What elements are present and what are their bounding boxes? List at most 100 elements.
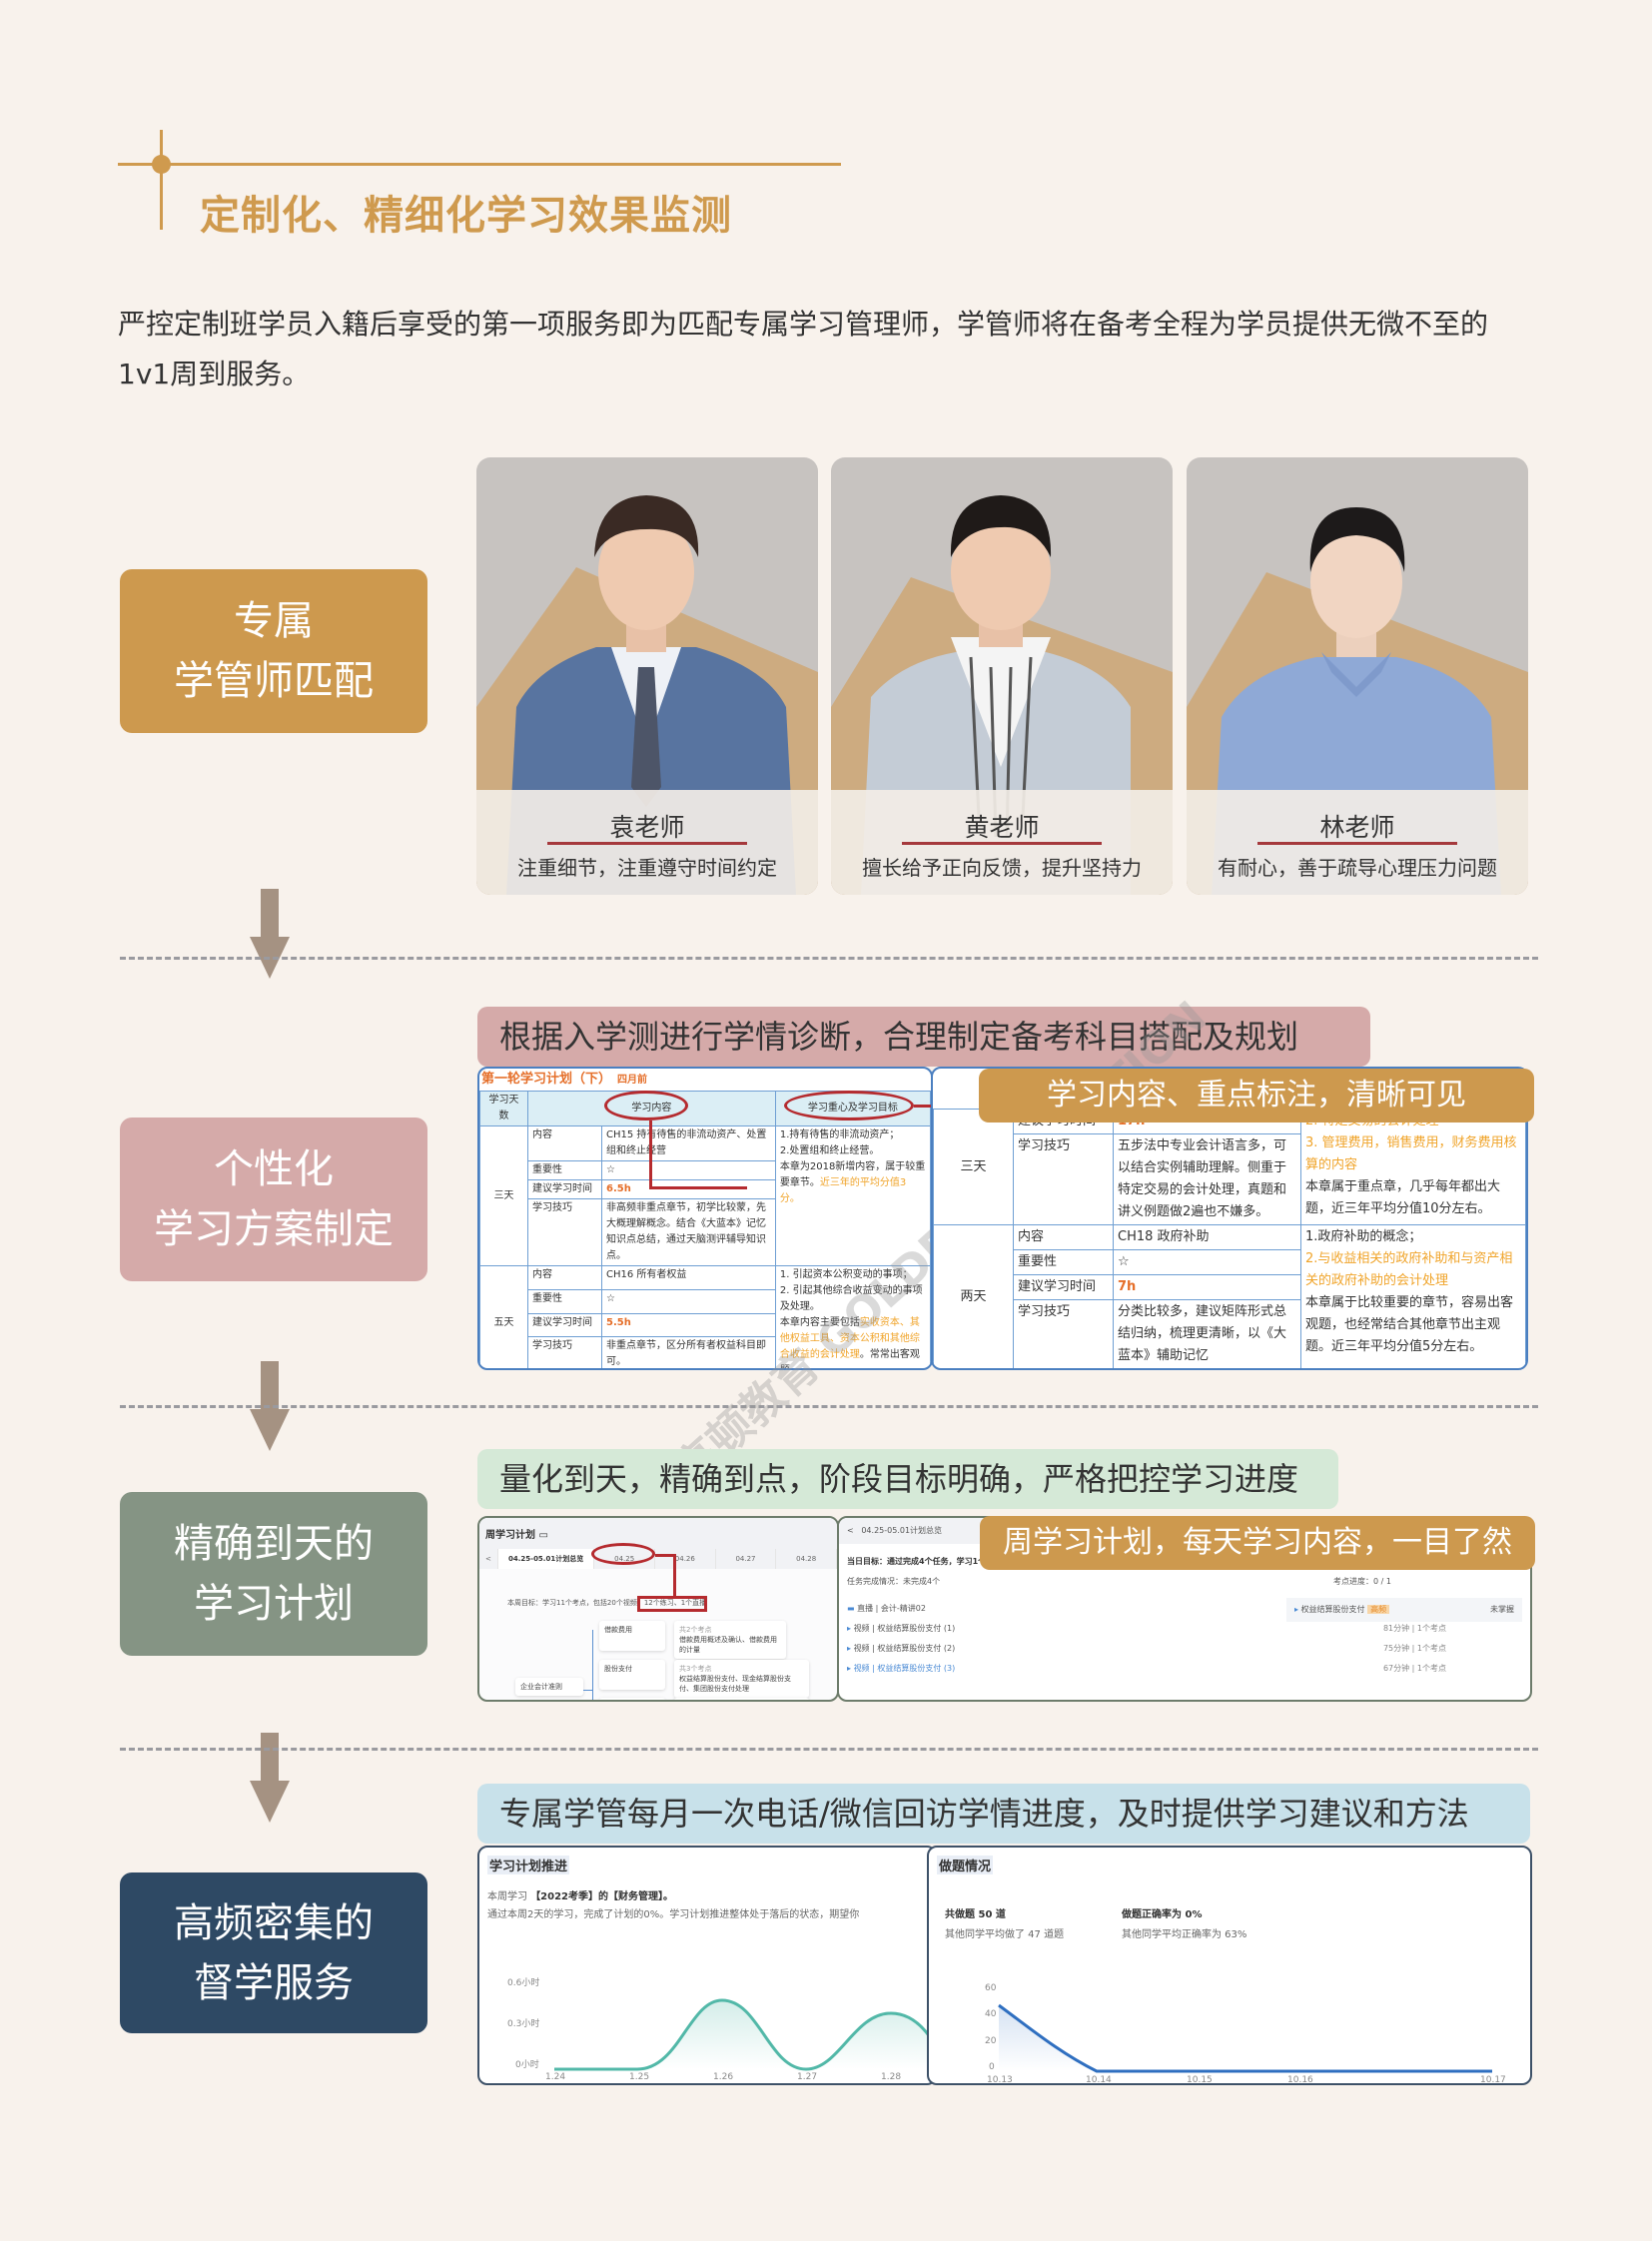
step-daily-plan: 精确到天的 学习计划 [120, 1492, 427, 1656]
row-label: 内容 [1013, 1224, 1114, 1250]
weekly-callout: 周学习计划，每天学习内容，一目了然 [980, 1516, 1535, 1570]
chevron-left-icon[interactable]: < [847, 1526, 854, 1535]
x-tick: 10.16 [1287, 2075, 1313, 2085]
x-tick: 1.25 [629, 2072, 650, 2082]
y-tick: 0 [989, 2062, 995, 2072]
accuracy-average: 其他同学平均正确率为 63% [1122, 1929, 1247, 1940]
teacher-description: 有耐心，善于疏导心理压力问题 [1218, 856, 1497, 880]
y-tick: 0.3小时 [507, 2019, 540, 2029]
study-plan-table-left: 第一轮学习计划（下）四月前 学习天数 学习内容 学习重心及学习目标 三天 内容 … [477, 1067, 933, 1370]
step-line2: 学管师匹配 [174, 658, 374, 704]
day-cell: 三天 [933, 1109, 1014, 1225]
step-line1: 精确到天的 [174, 1521, 374, 1567]
x-tick: 10.13 [987, 2075, 1013, 2085]
weekly-plan-title: 周学习计划 ▭ [479, 1518, 837, 1549]
step-line2: 学习计划 [194, 1581, 354, 1627]
section-divider [120, 957, 1538, 960]
tree-node: 借款费用 [599, 1621, 665, 1651]
teacher-name: 黄老师 [964, 813, 1040, 842]
study-plan-table: 三天 建议学习时间 17h 2. 特定交易的会计处理 3. 管理费用，销售费用，… [933, 1109, 1526, 1368]
row-value: CH18 政府补助 [1113, 1224, 1301, 1250]
step-dedicated-manager: 专属 学管师匹配 [120, 569, 427, 733]
tree-node-detail: 共3个考点权益结算股份支付、现金结算股份支付、集团股份支付处理 [674, 1660, 809, 1698]
calendar-icon: ▭ [538, 1530, 548, 1541]
daily-plan-banner: 量化到天，精确到点，阶段目标明确，严格把控学习进度 [477, 1449, 1338, 1509]
step-supervision-service: 高频密集的 督学服务 [120, 1872, 427, 2033]
play-icon: ▸ [847, 1664, 852, 1673]
frequency-badge: 高频 [1367, 1605, 1390, 1614]
y-tick: 0小时 [515, 2060, 539, 2070]
row-label: 重要性 [527, 1288, 602, 1314]
table-row: 重要性☆ [934, 1249, 1526, 1275]
annotation-line [673, 1554, 676, 1598]
connector [592, 1630, 593, 1700]
goal-cell: 2. 特定交易的会计处理 3. 管理费用，销售费用，财务费用核算的内容 本章属于… [1300, 1109, 1526, 1225]
annotation-line [655, 1554, 675, 1557]
row-value: 五步法中专业会计语言多，可以结合实例辅助理解。侧重于特定交易的会计处理，真题和讲… [1113, 1133, 1301, 1225]
table-row: 重要性☆ [480, 1160, 931, 1180]
tab-day[interactable]: 04.26 [655, 1549, 716, 1569]
row-label: 建议学习时间 [1013, 1274, 1114, 1300]
header-days: 学习天数 [479, 1091, 528, 1126]
section-divider [120, 1405, 1538, 1408]
total-questions: 共做题 50 道 [945, 1909, 1006, 1920]
task-item[interactable]: ▸ 视频 | 权益结算股份支付 (1)81分钟 | 1个考点 [847, 1624, 1446, 1633]
section-divider [120, 1748, 1538, 1751]
connector [583, 1690, 593, 1691]
row-value: ☆ [1113, 1249, 1301, 1275]
teacher-card: 林老师 有耐心，善于疏导心理压力问题 [1187, 457, 1528, 895]
row-label: 内容 [527, 1125, 602, 1161]
row-value: 7h [1113, 1274, 1301, 1300]
teacher-description: 注重细节，注重遵守时间约定 [517, 856, 777, 880]
annotation-line [649, 1186, 747, 1189]
y-tick: 0.6小时 [507, 1978, 540, 1988]
tree-node-detail: 共2个考点或有事项概述及会计处理、或有事项会计的应用 [674, 1698, 809, 1700]
table-row: 学习技巧非重点章节，区分所有者权益科目即可。 [480, 1336, 931, 1368]
total-questions-average: 其他同学平均做了 47 道题 [945, 1929, 1065, 1940]
table-row: 重要性☆ [480, 1288, 931, 1314]
highlight-box [637, 1596, 707, 1612]
tab-day[interactable]: 04.27 [716, 1549, 777, 1569]
row-value: CH16 所有者权益 [601, 1265, 776, 1290]
intro-paragraph: 严控定制班学员入籍后享受的第一项服务即为匹配专属学习管理师，学管师将在备考全程为… [118, 308, 1489, 390]
header-vertical-rule [160, 130, 163, 230]
row-value: 5.5h [601, 1312, 776, 1338]
teacher-name: 林老师 [1319, 813, 1395, 842]
step-line1: 个性化 [214, 1146, 334, 1192]
step-line1: 专属 [234, 598, 314, 644]
teacher-caption: 袁老师 注重细节，注重遵守时间约定 [476, 790, 818, 895]
goal-cell: 1.持有待售的非流动资产； 2.处置组和终止经营。 本章为2018新增内容，属于… [774, 1125, 931, 1266]
play-icon: ▸ [847, 1644, 852, 1653]
row-value: CH15 持有待售的非流动资产、处置组和终止经营 [601, 1125, 776, 1161]
tree-node-detail: 共2个考点借款费用概述及确认、借款费用的计量 [674, 1621, 786, 1659]
name-underline [902, 842, 1102, 845]
header-dot-icon [152, 155, 171, 174]
highlight-ring [604, 1091, 688, 1120]
point-progress: 考点进度：0 / 1 [1333, 1577, 1391, 1586]
table-row: 学习技巧非高频非重点章节，初学比较蒙，先大概理解概念。结合《大蓝本》记忆知识点总… [480, 1198, 931, 1266]
root-node: 企业会计准则 [515, 1678, 583, 1696]
card-title: 做题情况 [937, 1856, 994, 1874]
row-label: 内容 [527, 1265, 602, 1290]
diagnosis-banner: 根据入学测进行学情诊断，合理制定备考科目搭配及规划 [477, 1007, 1370, 1067]
teacher-caption: 林老师 有耐心，善于疏导心理压力问题 [1187, 790, 1528, 895]
table-row: 三天 内容 CH15 持有待售的非流动资产、处置组和终止经营 1.持有待售的非流… [479, 1125, 931, 1266]
point-item[interactable]: ▸ 权益结算股份支付 高频未掌握 [1286, 1598, 1522, 1622]
study-hours-line-chart [554, 1998, 935, 2071]
table-row: 学习技巧分类比较多，建议矩阵形式总结归纳，梳理更清晰，以《大蓝本》辅助记忆 [934, 1299, 1526, 1368]
task-item[interactable]: ▸ 视频 | 权益结算股份支付 (2)75分钟 | 1个考点 [847, 1644, 1446, 1653]
y-tick: 20 [985, 2036, 997, 2046]
tab-overview[interactable]: 04.25-05.01计划总览 [497, 1549, 595, 1569]
tab-day[interactable]: 04.28 [776, 1549, 837, 1569]
task-item[interactable]: ▸ 视频 | 权益结算股份支付 (3)67分钟 | 1个考点 [847, 1664, 1446, 1673]
row-value: 非重点章节，区分所有者权益科目即可。 [601, 1336, 776, 1368]
x-tick: 1.24 [545, 2072, 566, 2082]
row-label: 学习技巧 [527, 1336, 602, 1368]
tab-prev[interactable]: < [479, 1549, 498, 1569]
questions-line-chart [998, 2003, 1492, 2073]
row-value: ☆ [601, 1160, 776, 1180]
play-icon: ▸ [847, 1624, 852, 1633]
highlight-ring [591, 1543, 655, 1565]
progress-line2: 通过本周2天的学习，完成了计划的0%。学习计划推进整体处于落后的状态，期望你 [487, 1909, 860, 1920]
